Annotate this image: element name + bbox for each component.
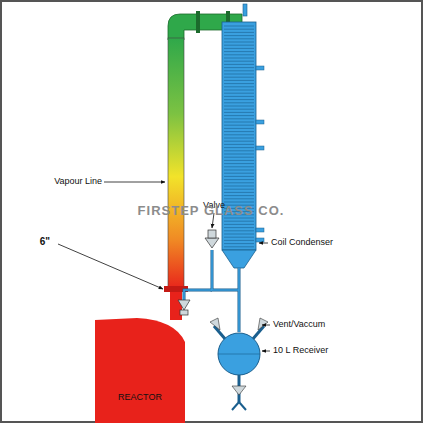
pipe-flange bbox=[196, 11, 200, 33]
return-line bbox=[184, 250, 239, 332]
return-line bbox=[184, 250, 239, 332]
vapour-line-pipe bbox=[168, 38, 184, 290]
size-label: 6" bbox=[40, 236, 50, 247]
drain-valve bbox=[178, 300, 190, 315]
reactor-outline bbox=[95, 318, 185, 423]
vessel-label: REACTOR bbox=[95, 318, 185, 402]
part-label: Vent/Vaccum bbox=[273, 320, 325, 330]
part-label: 10 L Receiver bbox=[273, 346, 328, 356]
part-label: Vapour Line bbox=[54, 177, 102, 187]
watermark: FIRSTEP GLASS CO. bbox=[138, 204, 285, 218]
coil-condenser bbox=[222, 4, 256, 268]
part-label: Coil Condenser bbox=[271, 238, 333, 248]
valve-symbol bbox=[205, 230, 219, 248]
receiver-vessel bbox=[210, 318, 268, 410]
reactor-vessel: REACTOR bbox=[95, 318, 185, 423]
reactor-neck bbox=[170, 292, 182, 320]
